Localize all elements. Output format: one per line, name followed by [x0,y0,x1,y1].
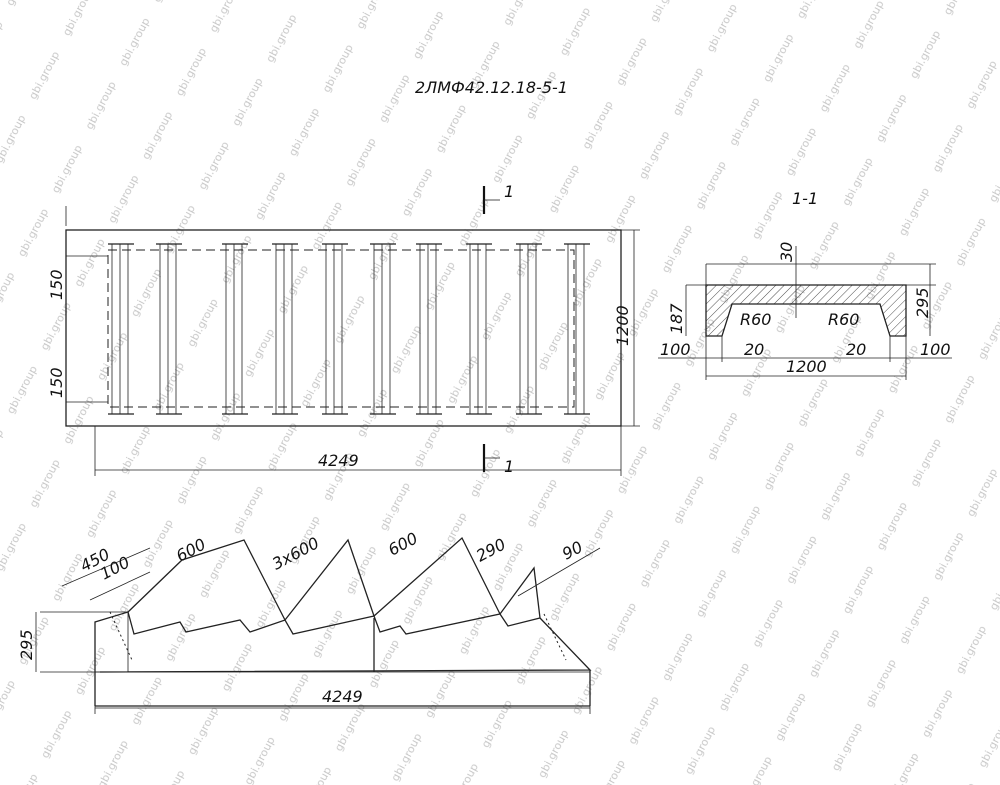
plan-rib [322,243,348,415]
section-dim-left: 100 [660,340,691,359]
plan-cut-mark-bottom: 1 [504,457,514,476]
plan-rib [466,243,492,415]
section-view: 1-1 30 295 187 R60 R60 100 20 20 100 120… [658,189,952,380]
plan-rib [564,243,590,415]
section-dim-inner-left: 20 [744,340,764,359]
plan-dim-width: 1200 [613,305,632,346]
section-radius-left: R60 [740,310,771,329]
section-dim-inner-right: 20 [846,340,866,359]
plan-rib [416,243,442,415]
plan-rib [516,243,542,415]
section-dim-height: 295 [913,287,932,318]
section-dim-width: 1200 [786,357,827,376]
section-dim-inner-height: 187 [667,303,686,334]
section-dim-top: 30 [777,242,796,262]
elevation-dim-height: 295 [17,629,36,660]
plan-dim-edge-top: 150 [47,269,66,300]
plan-view: 1200 150 150 4249 1 1 [47,182,640,476]
plan-dim-length: 4249 [318,451,359,470]
plan-rib [222,243,248,415]
plan-dim-edge-bottom: 150 [47,367,66,398]
plan-cut-mark-top: 1 [504,182,514,201]
plan-rib [156,243,182,415]
elevation-dim-length: 4249 [322,687,363,706]
drawing-title: 2ЛМФ42.12.18-5-1 [415,78,568,97]
plan-rib [272,243,298,415]
section-dim-right: 100 [920,340,951,359]
section-label: 1-1 [792,189,818,208]
section-radius-right: R60 [828,310,859,329]
plan-ribs [108,243,590,415]
plan-rib [370,243,396,415]
plan-rib [108,243,134,415]
